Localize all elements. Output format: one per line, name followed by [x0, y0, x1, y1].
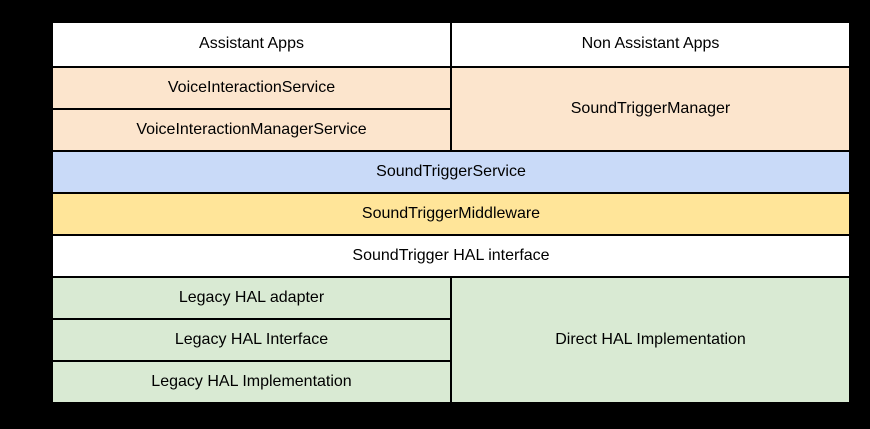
block-legacy-hal-implementation: Legacy HAL Implementation: [53, 362, 450, 402]
block-sound-trigger-middleware: SoundTriggerMiddleware: [53, 194, 849, 234]
block-sound-trigger-service: SoundTriggerService: [53, 152, 849, 192]
block-voice-interaction-service: VoiceInteractionService: [53, 68, 450, 108]
block-sound-trigger-hal-interface: SoundTrigger HAL interface: [53, 236, 849, 276]
block-assistant-apps: Assistant Apps: [53, 23, 450, 66]
block-non-assistant-apps: Non Assistant Apps: [452, 23, 849, 66]
block-legacy-hal-interface: Legacy HAL Interface: [53, 320, 450, 360]
block-sound-trigger-manager: SoundTriggerManager: [452, 68, 849, 150]
block-direct-hal-implementation: Direct HAL Implementation: [452, 278, 849, 402]
block-legacy-hal-adapter: Legacy HAL adapter: [53, 278, 450, 318]
block-voice-interaction-manager-service: VoiceInteractionManagerService: [53, 110, 450, 150]
soundtrigger-architecture-diagram: Assistant Apps Non Assistant Apps VoiceI…: [53, 23, 849, 402]
